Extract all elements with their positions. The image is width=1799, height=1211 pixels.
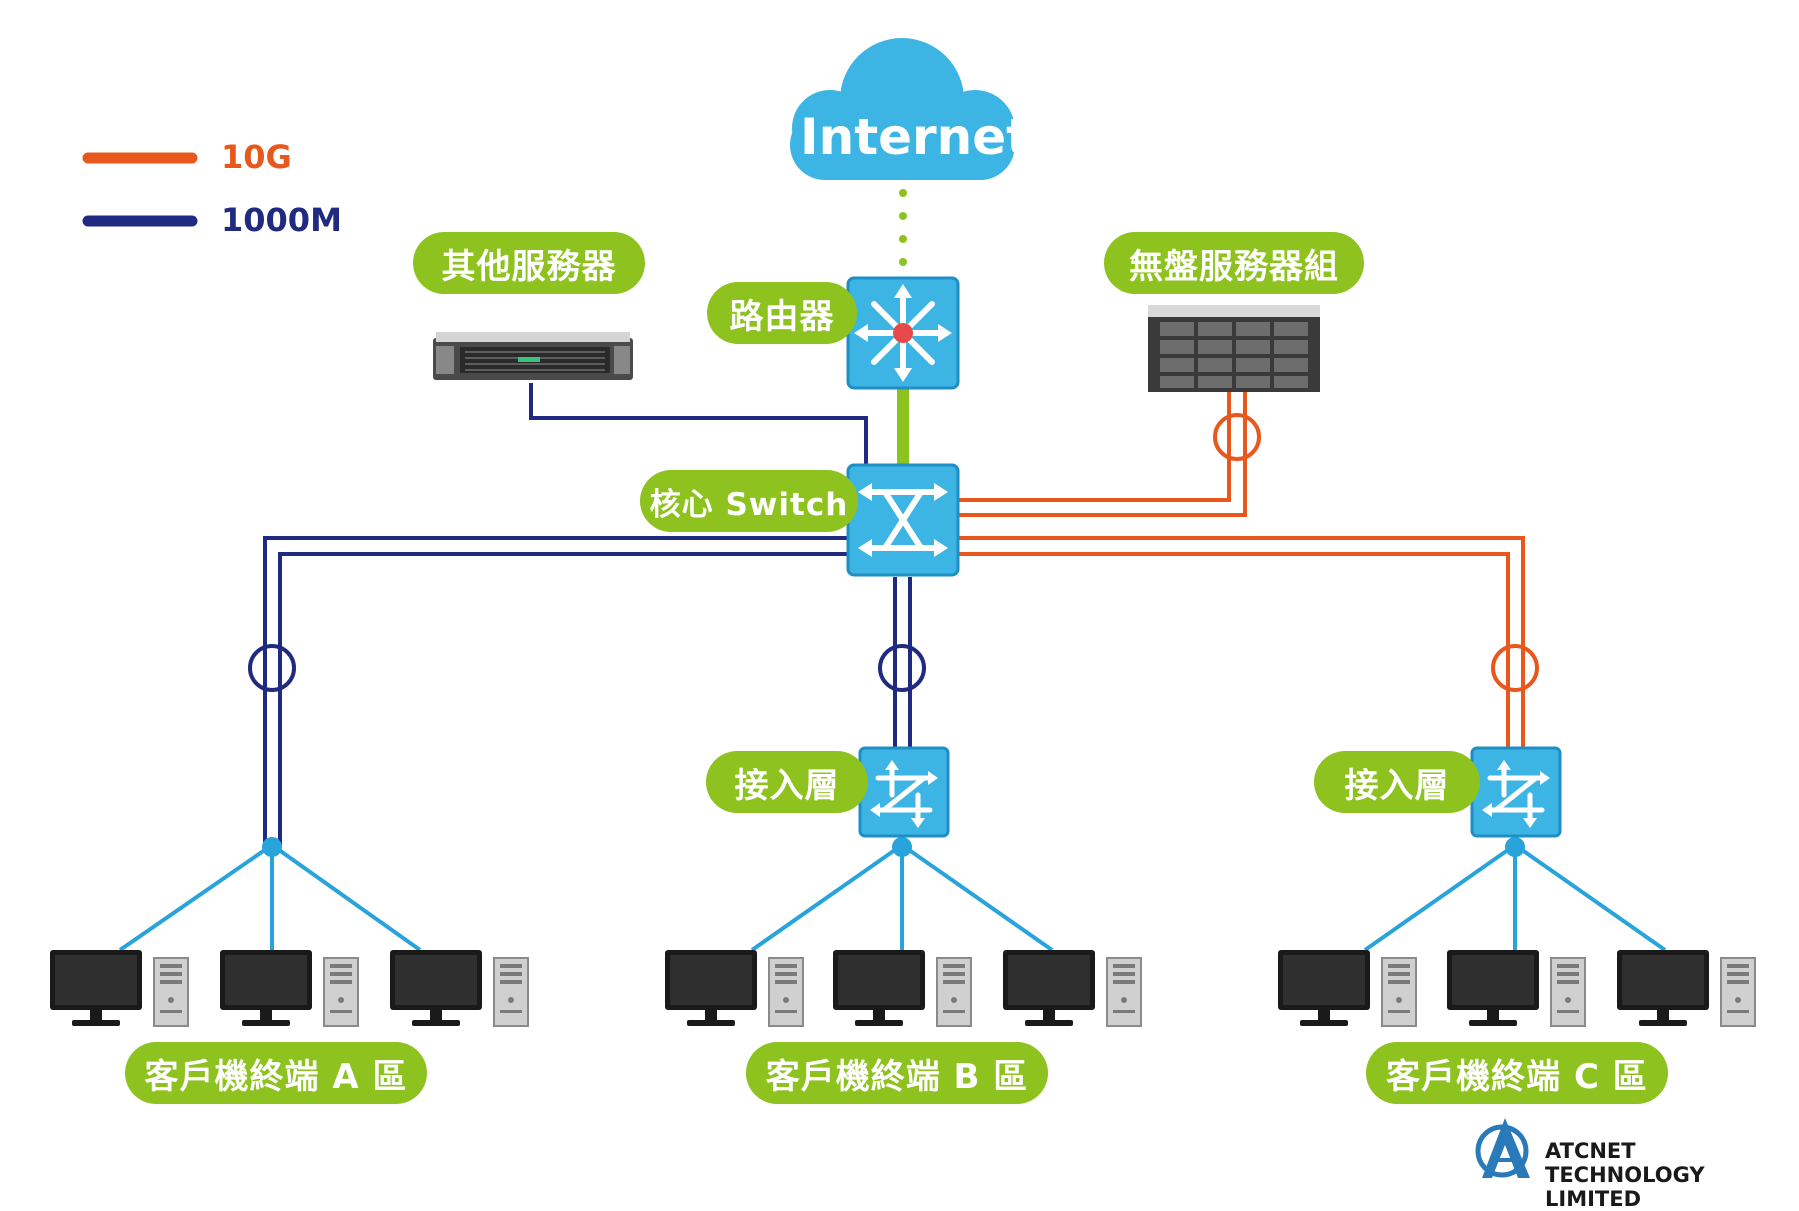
router-label: 路由器 xyxy=(707,282,857,344)
workstation-c2-icon xyxy=(1446,949,1586,1027)
internet-label: Internet xyxy=(800,108,1031,166)
other-server-icon xyxy=(433,332,633,380)
workstation-b3-icon xyxy=(1002,949,1142,1027)
access-switch-b-icon xyxy=(858,746,950,838)
internet-dotted-link xyxy=(899,189,907,266)
other-servers-link xyxy=(529,383,868,470)
workstation-a2-icon xyxy=(219,949,359,1027)
workstation-b2-icon xyxy=(832,949,972,1027)
zone-a-hub-dot xyxy=(262,837,282,857)
zone-a-client-links xyxy=(118,843,422,952)
workstation-c3-icon xyxy=(1616,949,1756,1027)
zone-a-workstations xyxy=(49,949,529,1027)
zone-c-client-links xyxy=(1363,843,1667,952)
router-core-link xyxy=(897,387,909,467)
zone-c-label: 客戶機終端 C 區 xyxy=(1366,1042,1668,1104)
zone-c-hub-dot xyxy=(1505,837,1525,857)
router-icon xyxy=(846,276,960,390)
zone-b-client-links xyxy=(750,843,1054,952)
zone-a-label: 客戶機終端 A 區 xyxy=(125,1042,427,1104)
other-servers-label: 其他服務器 xyxy=(413,232,645,294)
brand-name: ATCNET TECHNOLOGY LIMITED xyxy=(1545,1139,1705,1211)
internet-cloud-icon xyxy=(790,38,1015,180)
legend-label-1000m: 1000M xyxy=(221,201,342,239)
workstation-b1-icon xyxy=(664,949,804,1027)
legend-label-10g: 10G xyxy=(221,138,292,176)
zone-c-uplink xyxy=(955,536,1539,748)
zone-b-label: 客戶機終端 B 區 xyxy=(746,1042,1048,1104)
access-c-label: 接入層 xyxy=(1314,751,1480,813)
diskless-servers-link xyxy=(955,392,1261,517)
workstation-a3-icon xyxy=(389,949,529,1027)
zone-a-uplink xyxy=(248,536,848,845)
workstation-a1-icon xyxy=(49,949,189,1027)
diskless-server-icon xyxy=(1148,305,1320,392)
zone-b-workstations xyxy=(664,949,1142,1027)
zone-c-workstations xyxy=(1277,949,1756,1027)
access-b-label: 接入層 xyxy=(706,751,868,813)
atcnet-logo-icon xyxy=(1475,1118,1530,1178)
workstation-c1-icon xyxy=(1277,949,1417,1027)
core-switch-icon xyxy=(846,463,960,577)
zone-b-hub-dot xyxy=(892,837,912,857)
zone-b-uplink xyxy=(878,577,926,748)
diskless-servers-label: 無盤服務器組 xyxy=(1104,232,1364,294)
core-switch-label: 核心 Switch xyxy=(640,470,858,532)
access-switch-c-icon xyxy=(1470,746,1562,838)
